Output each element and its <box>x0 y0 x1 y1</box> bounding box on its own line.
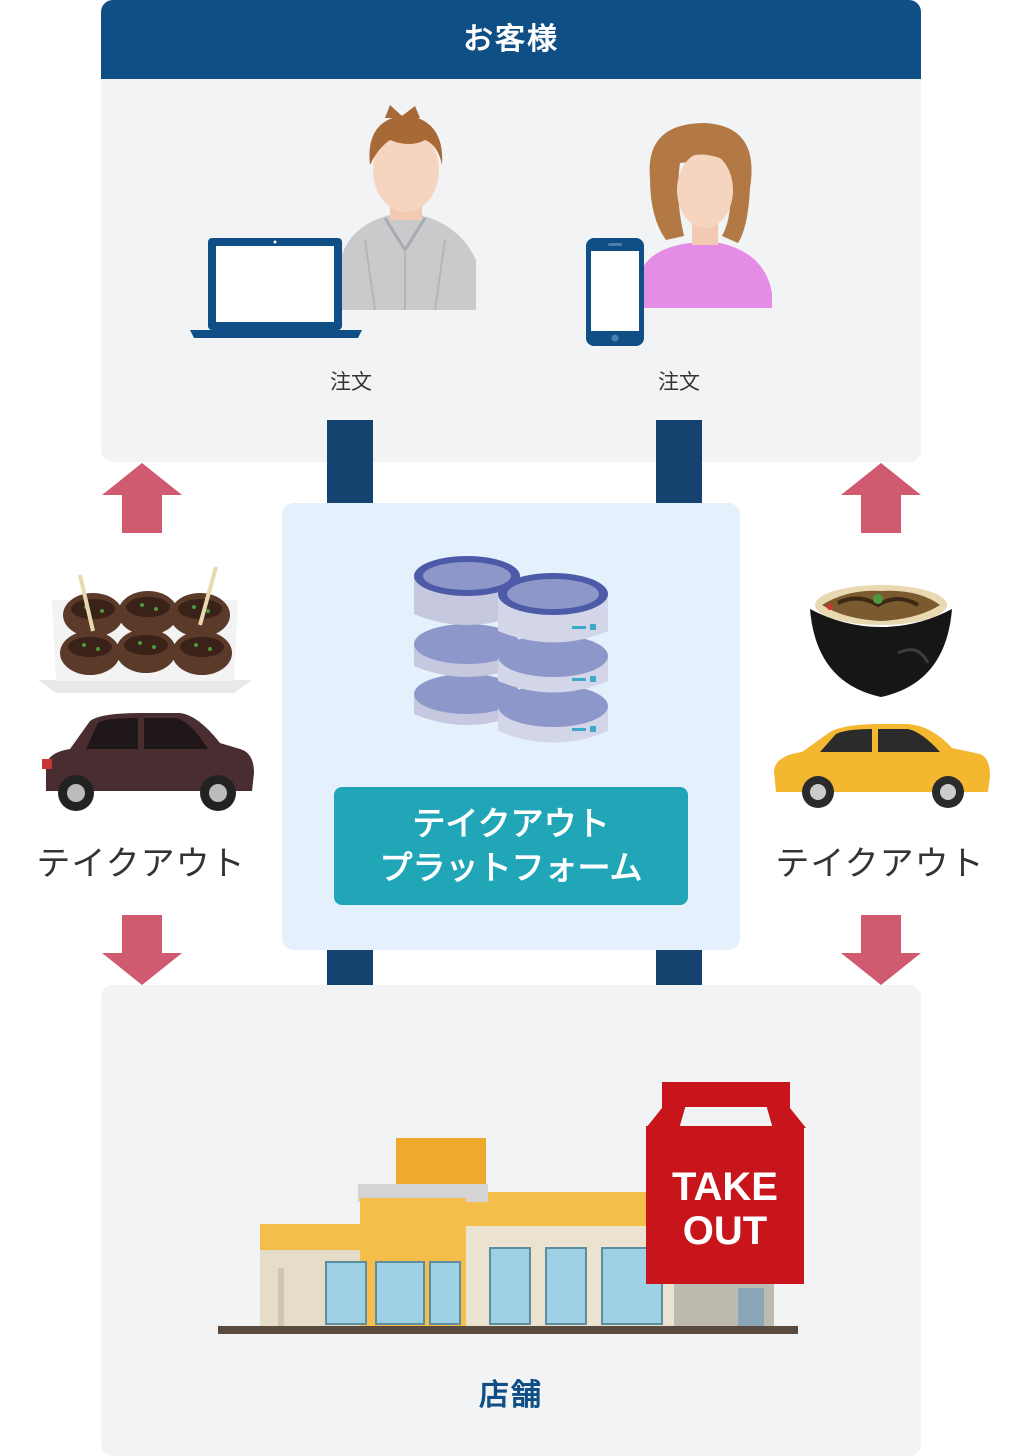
takeout-bag-icon: TAKE OUT <box>646 1082 806 1284</box>
pink-arrow-down-left <box>102 915 182 985</box>
server-icon <box>414 556 608 743</box>
smartphone-icon <box>586 238 644 346</box>
pink-arrow-up-left <box>102 463 182 533</box>
pink-arrow-down-right <box>841 915 921 985</box>
laptop-icon <box>190 238 362 338</box>
pink-arrow-up-right <box>841 463 921 533</box>
yellow-taxi-icon <box>774 724 990 808</box>
woman-icon <box>640 123 772 308</box>
store-label: 店舗 <box>479 1379 543 1412</box>
platform-title-line2: プラットフォーム <box>379 849 643 886</box>
bag-line1: TAKE <box>672 1165 778 1209</box>
takoyaki-icon <box>38 566 252 693</box>
customer-header: お客様 <box>101 0 921 79</box>
bag-line2: OUT <box>683 1209 767 1253</box>
platform-box: テイクアウト プラットフォーム <box>334 787 688 905</box>
platform-title-line1: テイクアウト <box>412 805 610 842</box>
customer-panel: お客様 <box>101 0 921 462</box>
order-label-left: 注文 <box>330 371 372 394</box>
dark-car-icon <box>42 713 254 811</box>
order-label-right: 注文 <box>658 371 700 394</box>
gyudon-icon <box>810 585 952 697</box>
takeout-label-left: テイクアウト <box>36 845 246 883</box>
store-building-icon <box>218 1138 798 1334</box>
takeout-label-right: テイクアウト <box>775 845 985 883</box>
man-icon <box>340 105 476 311</box>
